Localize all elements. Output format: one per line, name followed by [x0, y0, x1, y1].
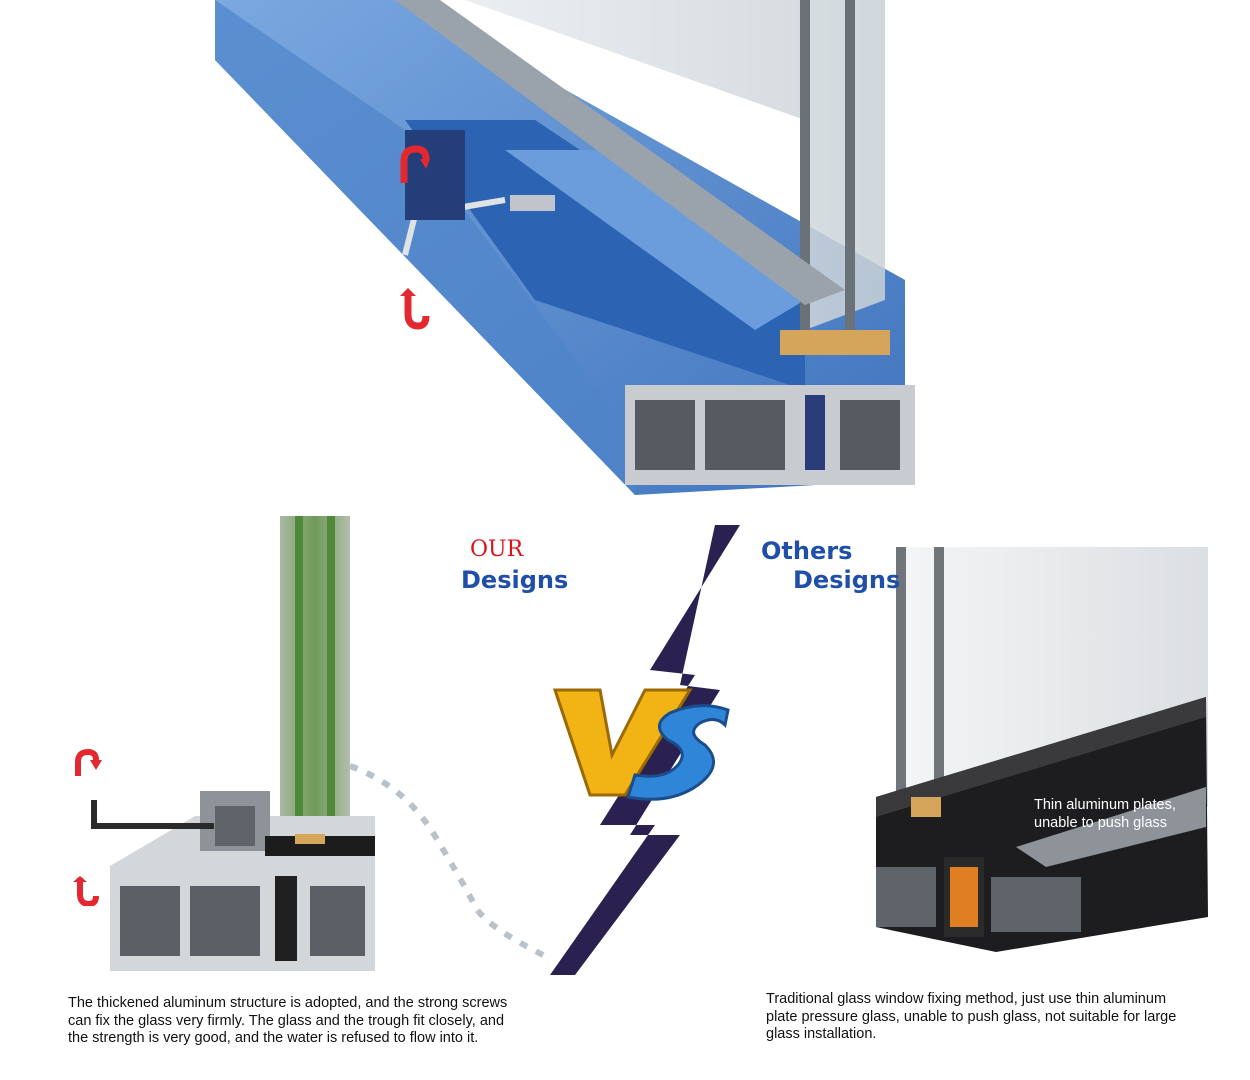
our-design-caption: The thickened aluminum structure is adop…: [68, 995, 508, 1046]
our-design-illustration: [105, 516, 570, 976]
rotate-down-arrow-icon: [72, 876, 102, 906]
vs-emblem: VS: [550, 685, 735, 805]
our-designs-label: Designs: [461, 566, 569, 594]
rotate-up-arrow-icon: [396, 143, 430, 187]
others-design-caption: Traditional glass window fixing method, …: [766, 991, 1177, 1042]
rotate-down-arrow-icon: [398, 288, 432, 332]
rotate-up-arrow-icon: [72, 748, 102, 778]
others-designs-label: Designs: [793, 566, 901, 594]
others-design-illustration: [876, 547, 1208, 952]
others-overlay-line-1: Thin aluminum plates,: [1034, 797, 1176, 813]
hero-profile-illustration: [205, 0, 915, 500]
others-overlay-caption: Thin aluminum plates, unable to push gla…: [1034, 796, 1209, 832]
others-overlay-line-2: unable to push glass: [1034, 815, 1168, 831]
others-label: Others: [761, 537, 853, 565]
our-label: OUR: [470, 537, 524, 562]
hex-wrench-icon: [86, 798, 216, 832]
